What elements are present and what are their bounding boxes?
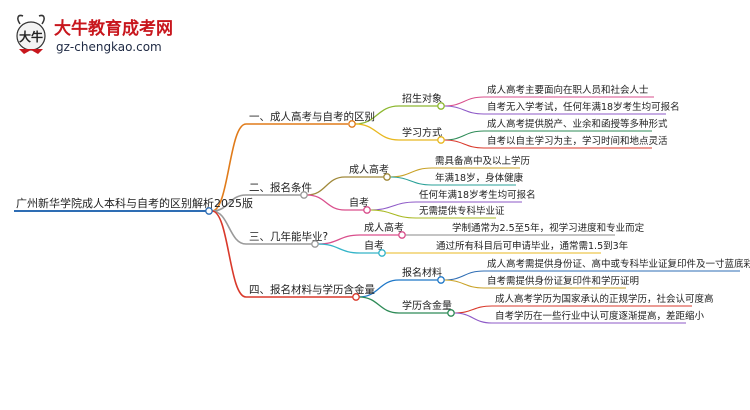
branch-1-sub-1-label[interactable]: 招生对象 (402, 92, 442, 105)
leaf-2-2-1-label[interactable]: 任何年满18岁考生均可报名 (419, 189, 536, 201)
edge-leaf-2-2-1 (369, 201, 417, 211)
edge-branch-3-sub-2 (317, 243, 361, 254)
edge-branch-1-sub-2 (354, 123, 400, 141)
edge-branch-1-sub-1 (354, 105, 400, 125)
edge-root-branch-3 (211, 210, 247, 245)
branch-2-sub-2-label[interactable]: 自考 (349, 196, 369, 209)
branch-3-sub-2-label[interactable]: 自考 (364, 239, 384, 252)
branch-1-label[interactable]: 一、成人高考与自考的区别 (249, 110, 375, 123)
branch-4-sub-1-collapse-knob[interactable] (437, 276, 445, 284)
edge-branch-4-sub-1 (358, 279, 400, 298)
leaf-2-1-1-label[interactable]: 需具备高中及以上学历 (435, 155, 530, 167)
leaf-4-2-2-label[interactable]: 自考学历在一些行业中认可度逐渐提高，差距缩小 (495, 310, 705, 322)
edge-root-branch-4 (211, 210, 247, 298)
branch-3-sub-1-label[interactable]: 成人高考 (364, 221, 404, 234)
branch-1-sub-2-collapse-knob[interactable] (437, 136, 445, 144)
edge-root-branch-2 (211, 194, 247, 212)
branch-2-collapse-knob[interactable] (300, 191, 308, 199)
branch-3-sub-1-collapse-knob[interactable] (398, 231, 406, 239)
branch-4-sub-2-collapse-knob[interactable] (447, 309, 455, 317)
branch-1-collapse-knob[interactable] (348, 120, 356, 128)
edge-leaf-2-1-1 (389, 167, 433, 178)
branch-2-sub-1-collapse-knob[interactable] (383, 173, 391, 181)
edge-branch-2-sub-2 (306, 194, 346, 211)
leaf-4-2-1-label[interactable]: 成人高考学历为国家承认的正规学历，社会认可度高 (495, 293, 714, 305)
cow-mascot-icon: 大牛 (16, 14, 46, 54)
brand-name: 大牛教育成考网 (54, 18, 173, 39)
leaf-1-1-2-label[interactable]: 自考无入学考试，任何年满18岁考生均可报名 (487, 101, 680, 113)
root-node-label[interactable]: 广州新华学院成人本科与自考的区别解析2025版 (16, 196, 253, 210)
branch-3-sub-2-collapse-knob[interactable] (378, 249, 386, 257)
edge-leaf-1-1-2 (443, 105, 485, 115)
brand-domain: gz-chengkao.com (56, 40, 162, 54)
leaf-3-2-1-label[interactable]: 通过所有科目后可申请毕业，通常需1.5到3年 (436, 240, 629, 252)
branch-4-sub-2-label[interactable]: 学历含金量 (402, 299, 452, 312)
edge-leaf-4-1-1 (443, 270, 485, 281)
branch-4-label[interactable]: 四、报名材料与学历含金量 (249, 283, 375, 296)
leaf-1-2-1-label[interactable]: 成人高考提供脱产、业余和函授等多种形式 (487, 118, 668, 130)
branch-2-label[interactable]: 二、报名条件 (249, 181, 312, 194)
leaf-4-1-2-label[interactable]: 自考需提供身份证复印件和学历证明 (487, 275, 639, 287)
mascot-text: 大牛 (19, 29, 43, 44)
branch-4-sub-1-label[interactable]: 报名材料 (402, 266, 442, 279)
edge-leaf-2-2-2 (369, 209, 417, 219)
leaf-2-1-2-label[interactable]: 年满18岁，身体健康 (435, 172, 524, 184)
leaf-3-1-1-label[interactable]: 学制通常为2.5至5年，视学习进度和专业而定 (452, 222, 645, 234)
edge-leaf-4-2-2 (453, 312, 493, 324)
branch-4-collapse-knob[interactable] (352, 293, 360, 301)
edge-leaf-4-1-2 (443, 279, 485, 289)
root-collapse-knob[interactable] (205, 207, 213, 215)
branch-3-collapse-knob[interactable] (311, 240, 319, 248)
edge-root-branch-1 (211, 123, 247, 212)
edge-leaf-2-1-2 (389, 176, 433, 186)
leaf-1-1-1-label[interactable]: 成人高考主要面向在职人员和社会人士 (487, 84, 649, 96)
branch-2-sub-2-collapse-knob[interactable] (363, 206, 371, 214)
edge-leaf-4-2-1 (453, 305, 493, 314)
edge-leaf-1-2-2 (443, 139, 485, 149)
leaf-4-1-1-label[interactable]: 成人高考需提供身份证、高中或专科毕业证复印件及一寸蓝底彩照 (487, 258, 750, 270)
branch-1-sub-2-label[interactable]: 学习方式 (402, 126, 442, 139)
branch-1-sub-1-collapse-knob[interactable] (437, 102, 445, 110)
edge-branch-4-sub-2 (358, 296, 400, 314)
edge-branch-2-sub-1 (306, 176, 346, 196)
branch-3-label[interactable]: 三、几年能毕业? (249, 230, 328, 243)
site-logo[interactable]: 大牛 大牛教育成考网 gz-chengkao.com (16, 14, 173, 54)
edge-leaf-1-2-1 (443, 130, 485, 141)
branch-2-sub-1-label[interactable]: 成人高考 (349, 163, 389, 176)
leaf-2-2-2-label[interactable]: 无需提供专科毕业证 (419, 205, 505, 217)
leaf-1-2-2-label[interactable]: 自考以自主学习为主，学习时间和地点灵活 (487, 135, 668, 147)
edge-leaf-1-1-1 (443, 96, 485, 107)
